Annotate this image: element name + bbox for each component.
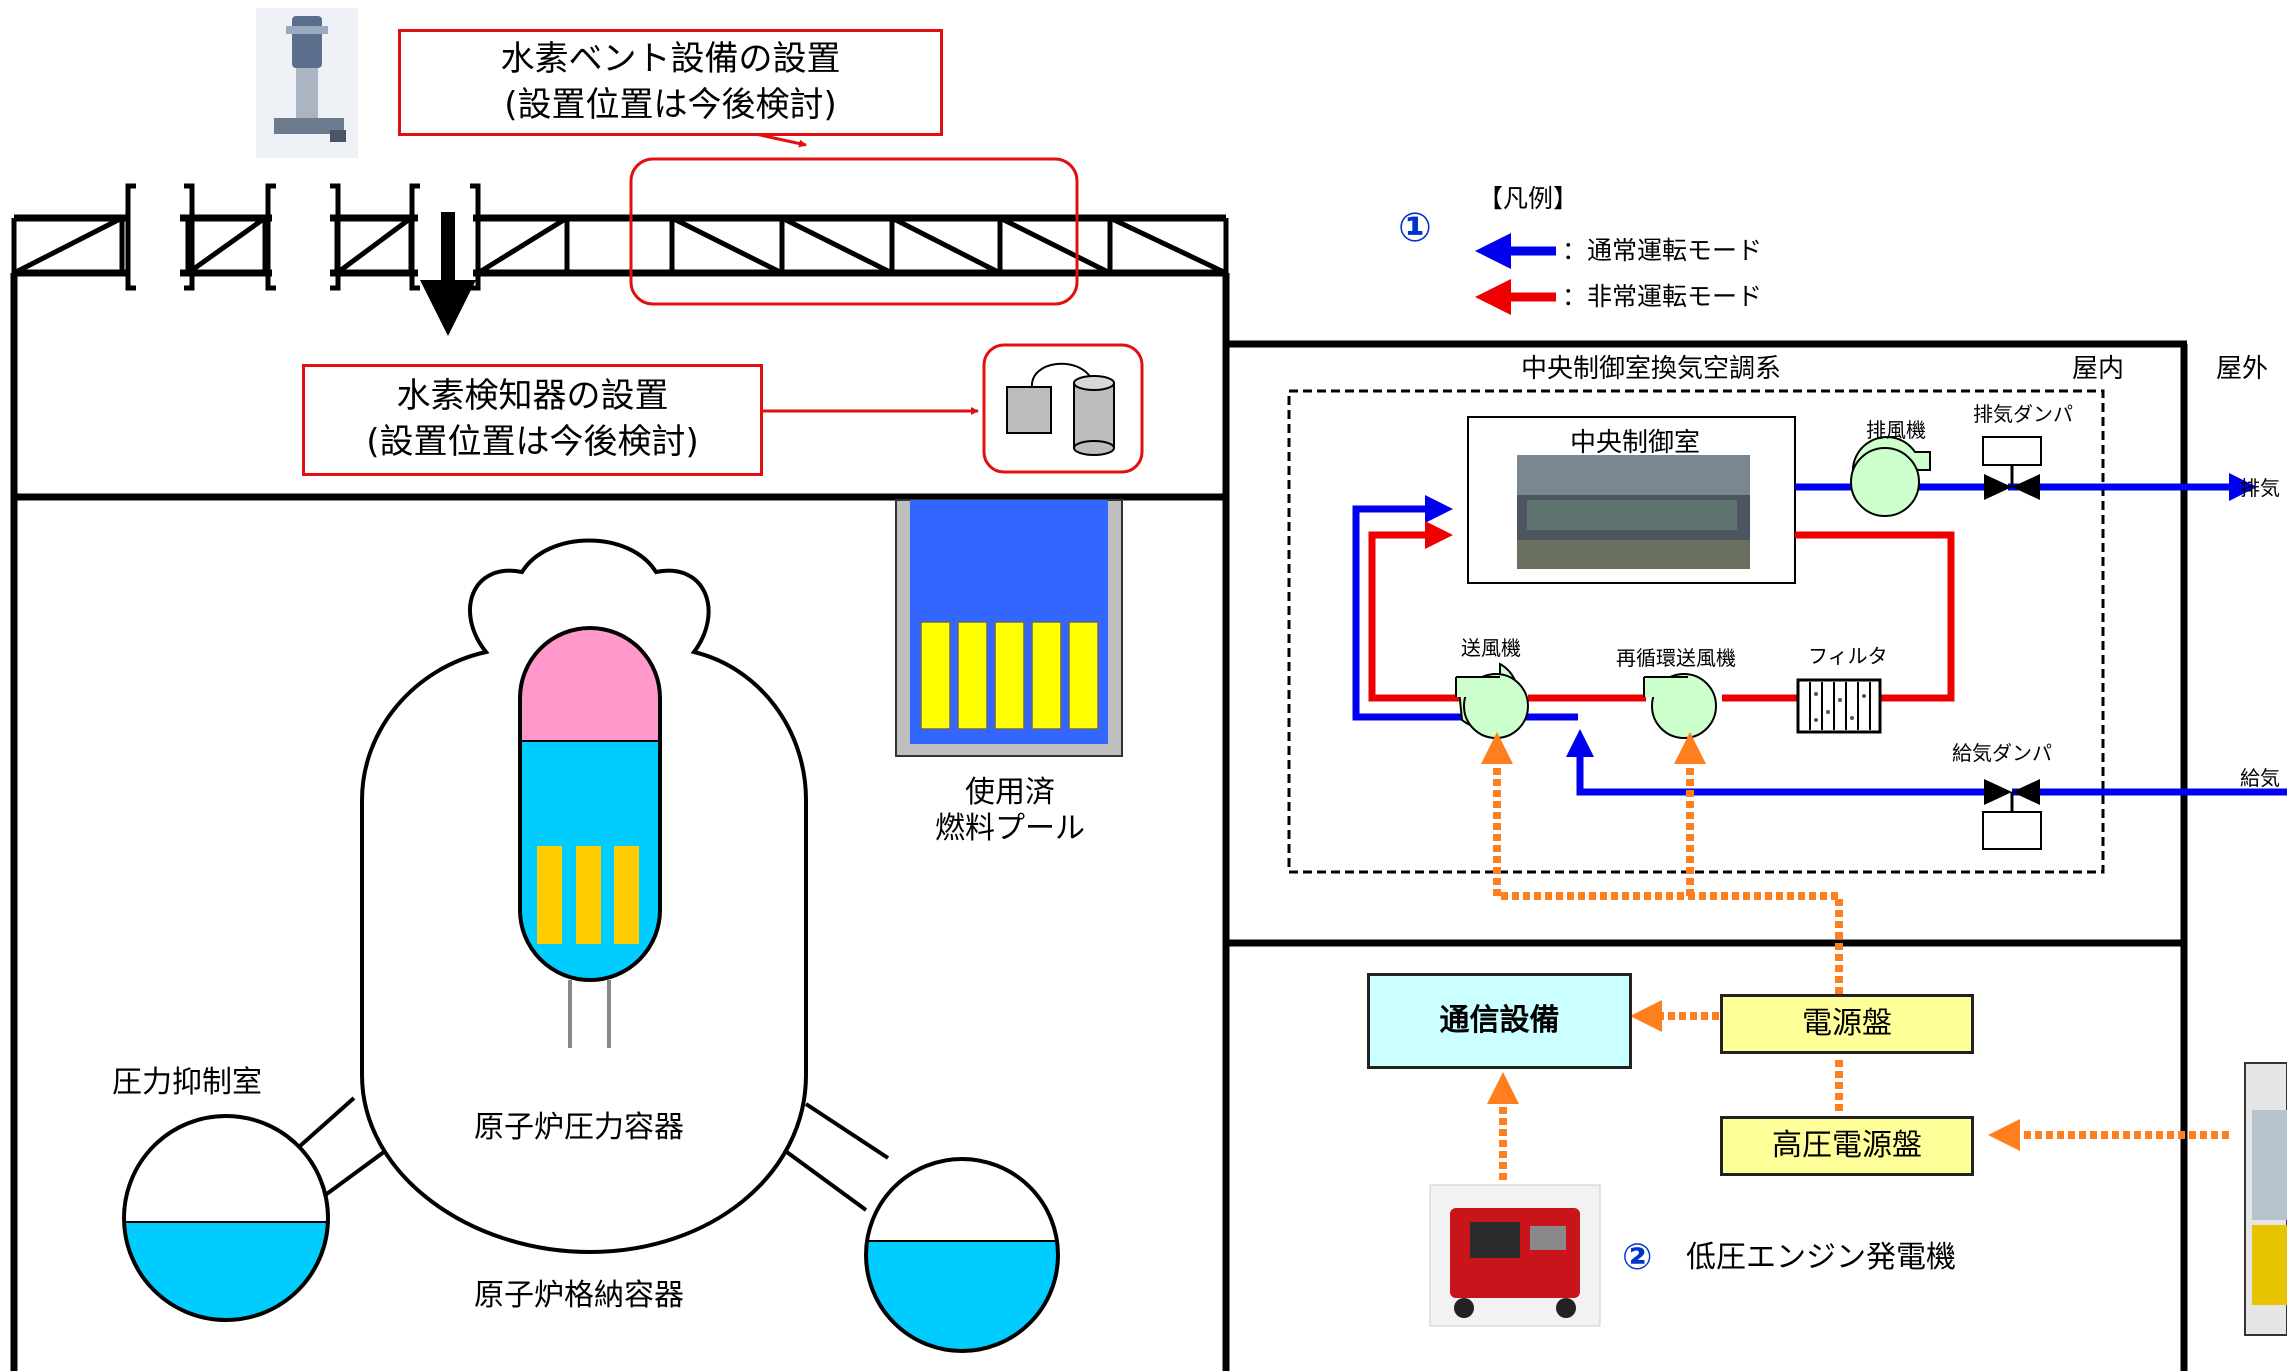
reactor-pressure-vessel bbox=[518, 626, 662, 1048]
exhaust-fan-icon bbox=[1850, 436, 1931, 517]
emergency-flow-lines bbox=[1368, 521, 1955, 702]
legend-title: 【凡例】 bbox=[1478, 184, 1579, 213]
legend-normal-label: ：通常運転モード bbox=[1562, 236, 1763, 265]
supply-fan-label: 送風機 bbox=[1461, 636, 1521, 660]
suppression-chamber-label: 圧力抑制室 bbox=[112, 1065, 262, 1100]
comm-equipment-box: 通信設備 bbox=[1367, 973, 1632, 1069]
suppression-chamber-right bbox=[864, 1157, 1060, 1353]
supply-damper-label: 給気ダンパ bbox=[1952, 741, 2052, 765]
building-walls bbox=[10, 273, 1230, 1371]
supply-damper-icon bbox=[1982, 779, 2042, 850]
normal-flow-lines bbox=[1352, 473, 2287, 796]
exhaust-label: 排気 bbox=[2240, 476, 2280, 500]
legend-marker: ① bbox=[1398, 205, 1432, 251]
control-building-walls bbox=[1224, 340, 2188, 1371]
hv-power-panel-box: 高圧電源盤 bbox=[1720, 1116, 1974, 1176]
control-room-label: 中央制御室 bbox=[1570, 428, 1701, 458]
power-panel-box: 電源盤 bbox=[1720, 994, 1974, 1054]
exhaust-damper-icon bbox=[1982, 436, 2042, 500]
spent-fuel-pool bbox=[895, 499, 1123, 757]
hydrogen-vent-title: 水素ベント設備の設置 bbox=[500, 38, 841, 79]
supply-air-label: 給気 bbox=[2240, 766, 2280, 790]
power-lines bbox=[1481, 732, 2229, 1180]
supply-fan-icon bbox=[1455, 662, 1529, 739]
hydrogen-vent-device-image bbox=[256, 8, 358, 158]
indoor-label: 屋内 bbox=[2072, 354, 2125, 384]
containment-vessel-label: 原子炉格納容器 bbox=[474, 1278, 684, 1313]
outdoor-label: 屋外 bbox=[2216, 354, 2269, 384]
detector-outline bbox=[982, 343, 1144, 474]
hydrogen-detector-title: 水素検知器の設置 bbox=[396, 376, 669, 417]
control-room-photo bbox=[1517, 455, 1750, 569]
spent-fuel-pool-label: 使用済 燃料プール bbox=[935, 775, 1085, 846]
hydrogen-vent-callout: 水素ベント設備の設置 (設置位置は今後検討) bbox=[398, 29, 943, 136]
suppression-chamber-left bbox=[122, 1114, 330, 1322]
legend-emergency-label: ：非常運転モード bbox=[1562, 282, 1763, 311]
hvac-title: 中央制御室換気空調系 bbox=[1521, 354, 1782, 384]
exhaust-fan-label: 排風機 bbox=[1866, 418, 1926, 442]
generator-marker: ② bbox=[1622, 1237, 1653, 1278]
recirc-fan-label: 再循環送風機 bbox=[1616, 646, 1736, 670]
roof-truss bbox=[11, 214, 1229, 277]
pressure-vessel-label: 原子炉圧力容器 bbox=[474, 1110, 684, 1145]
hydrogen-detector-icon bbox=[1006, 362, 1115, 456]
hvac-boundary bbox=[1287, 389, 2105, 874]
hydrogen-detector-note: (設置位置は今後検討) bbox=[366, 422, 699, 462]
filter-label: フィルタ bbox=[1808, 644, 1888, 668]
filter-icon bbox=[1796, 678, 1882, 734]
exhaust-damper-label: 排気ダンパ bbox=[1973, 402, 2073, 426]
hydrogen-vent-note: (設置位置は今後検討) bbox=[504, 84, 837, 125]
generator-label: 低圧エンジン発電機 bbox=[1686, 1240, 1956, 1275]
vent-location-outline bbox=[629, 157, 1079, 306]
hydrogen-detector-callout: 水素検知器の設置 (設置位置は今後検討) bbox=[302, 364, 763, 476]
power-truck-image bbox=[2244, 1062, 2287, 1336]
generator-image bbox=[1429, 1184, 1601, 1327]
recirc-fan-icon bbox=[1643, 673, 1717, 739]
